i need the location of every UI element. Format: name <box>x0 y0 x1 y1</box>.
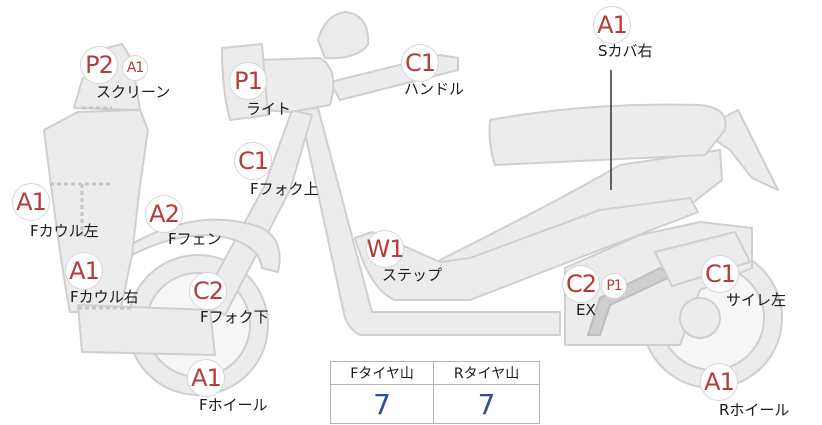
step-shape[interactable] <box>354 197 699 301</box>
muffler-left-label: サイレ左 <box>726 291 787 309</box>
fork-upper-grade: C1 <box>234 142 272 180</box>
fender-grade: A2 <box>145 195 183 233</box>
cowl-right-grade: A1 <box>65 252 103 290</box>
side-cover-label: Sカバ右 <box>598 42 653 60</box>
exhaust-label: EX <box>576 301 596 319</box>
light-label: ライト <box>246 100 292 118</box>
rear-tire-value: 7 <box>433 384 540 424</box>
front-wheel-grade: A1 <box>187 359 225 397</box>
handle-grade: C1 <box>401 44 439 82</box>
frame-shape[interactable] <box>299 107 561 336</box>
front-tire-value: 7 <box>329 384 435 424</box>
front-tire-header: Fタイヤ山 <box>329 361 435 385</box>
light-grade: P1 <box>229 62 267 100</box>
step-grade: W1 <box>366 230 405 268</box>
fork-upper-label: Fフォク上 <box>250 180 319 198</box>
cowl-right-label: Fカウル右 <box>70 288 139 306</box>
fork-shape[interactable] <box>199 109 313 316</box>
exhaust-grade-2: P1 <box>601 273 627 299</box>
fork-lower-label: Fフォク下 <box>200 308 269 326</box>
fender-label: Fフェン <box>168 230 222 248</box>
side-cover-grade: A1 <box>593 6 631 44</box>
front-wheel-label: Fホイール <box>199 396 268 414</box>
step-label: ステップ <box>382 266 443 284</box>
mirror-shape[interactable] <box>317 11 370 60</box>
rear-tire-header: Rタイヤ山 <box>433 361 540 385</box>
seat-shape[interactable] <box>488 103 727 166</box>
cowl-left-grade: A1 <box>12 183 50 221</box>
front-fender-shape[interactable] <box>129 218 281 273</box>
exhaust-grade: C2 <box>562 265 600 303</box>
screen-grade-2: A1 <box>122 55 148 81</box>
rear-wheel-grade: A1 <box>700 363 738 401</box>
rear-wheel-label: Rホイール <box>719 401 790 419</box>
head-shape[interactable] <box>257 57 335 113</box>
fork-lower-grade: C2 <box>189 272 227 310</box>
tire-tread-table: Fタイヤ山 Rタイヤ山 7 7 <box>329 361 540 424</box>
front-cowl-lower-shape[interactable] <box>77 304 216 356</box>
cowl-left-label: Fカウル左 <box>30 222 99 240</box>
muffler-left-grade: C1 <box>701 255 739 293</box>
handle-label: ハンドル <box>404 80 465 98</box>
screen-grade: P2 <box>80 46 118 84</box>
screen-label: スクリーン <box>96 83 171 101</box>
muffler-shape[interactable] <box>654 231 751 287</box>
